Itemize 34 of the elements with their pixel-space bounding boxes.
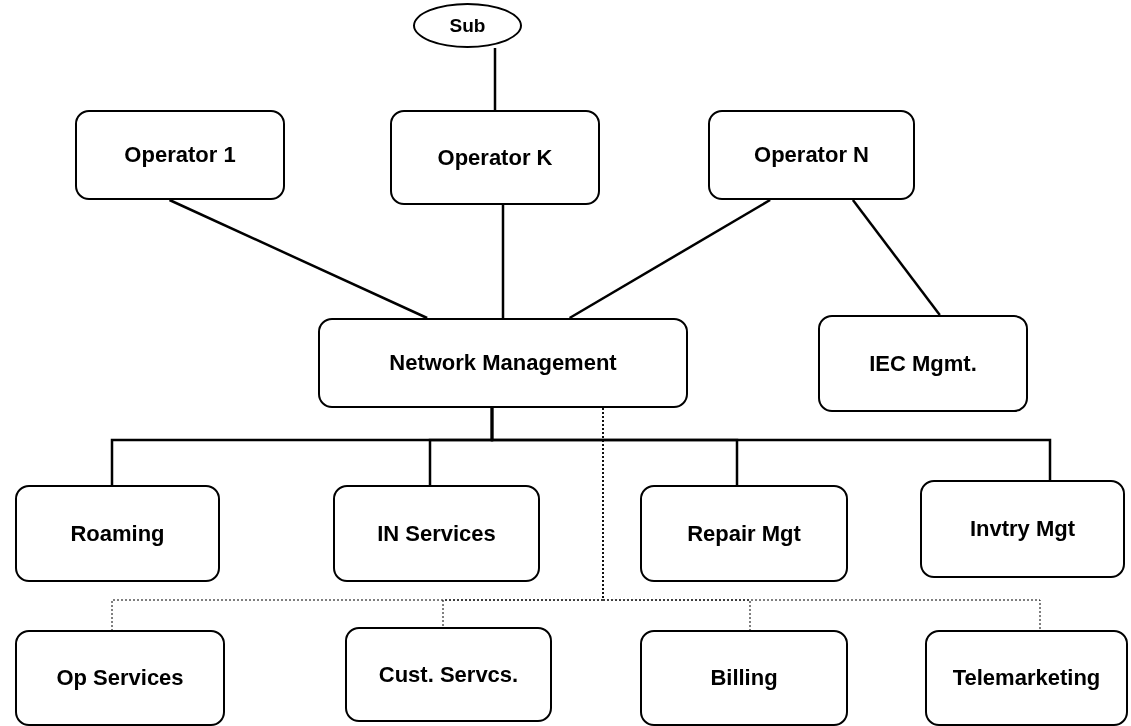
node-label: IN Services [377, 519, 496, 548]
connector-line [168, 198, 428, 320]
rounded-box [345, 627, 552, 722]
rounded-box [318, 318, 688, 408]
connector-line [568, 198, 771, 320]
rounded-box [333, 485, 540, 582]
rounded-box [15, 630, 225, 726]
connector-line [490, 408, 1052, 480]
dotted-connector [602, 407, 1041, 631]
node-label: IEC Mgmt. [869, 349, 977, 378]
rounded-box [75, 110, 285, 200]
node-label: Billing [710, 664, 778, 692]
node-label: Roaming [70, 519, 165, 548]
node-label: Invtry Mgt [969, 515, 1076, 543]
connector-line [493, 48, 497, 110]
node-label: Repair Mgt [687, 519, 801, 548]
rounded-box [640, 485, 848, 582]
node-label: Network Management [389, 349, 617, 377]
rounded-box [640, 630, 848, 726]
node-label: Operator 1 [124, 141, 236, 169]
rounded-box [390, 110, 600, 205]
node-label: Operator K [437, 143, 553, 172]
rounded-box [925, 630, 1128, 726]
connector-line [851, 199, 941, 316]
node-label: Operator N [754, 141, 869, 169]
rounded-box [920, 480, 1125, 578]
node-label: Op Services [56, 664, 184, 692]
rounded-box [15, 485, 220, 582]
node-label: Telemarketing [952, 664, 1101, 692]
rounded-box [818, 315, 1028, 412]
connector-line [501, 205, 505, 318]
node-label: Sub [449, 13, 486, 38]
rounded-box [708, 110, 915, 200]
node-label: Cust. Servcs. [378, 660, 519, 689]
